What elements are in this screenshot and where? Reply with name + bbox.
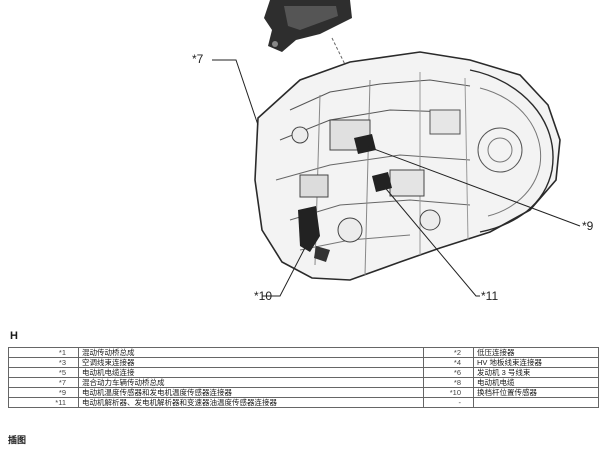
transaxle-drawing xyxy=(212,0,581,297)
legend-number: *10 xyxy=(423,387,474,398)
callout-11: *11 xyxy=(481,289,499,303)
table-row: *11 电动机解析器、发电机解析器和变速器油温度传感器连接器 - xyxy=(8,397,599,408)
legend-number: *6 xyxy=(423,367,474,378)
connector-10 xyxy=(298,206,330,262)
table-row: *5 电动机电缆连接 *6 发动机 3 号线束 xyxy=(8,367,599,378)
connector-9 xyxy=(354,134,376,154)
legend-number: - xyxy=(423,397,474,408)
legend-description: 空调线束连接器 xyxy=(78,357,424,368)
transaxle-illustration: *7 *9 *10 *11 xyxy=(192,0,594,303)
legend-number: *1 xyxy=(8,347,79,358)
callout-9: *9 xyxy=(582,219,594,233)
legend-number: *7 xyxy=(8,377,79,388)
table-row: *9 电动机温度传感器和发电机温度传感器连接器 *10 换档杆位置传感器 xyxy=(8,387,599,398)
callout-7: *7 xyxy=(192,52,204,66)
legend-number: *3 xyxy=(8,357,79,368)
connector-11 xyxy=(372,172,392,192)
legend-description: 混动传动桥总成 xyxy=(78,347,424,358)
legend-description: 换档杆位置传感器 xyxy=(473,387,599,398)
legend-number: *2 xyxy=(423,347,474,358)
callout-10: *10 xyxy=(254,289,273,303)
legend-description xyxy=(473,397,599,408)
legend-number: *4 xyxy=(423,357,474,368)
legend-description: 低压连接器 xyxy=(473,347,599,358)
legend-description: 电动机电缆 xyxy=(473,377,599,388)
legend-description: 混合动力车辆传动桥总成 xyxy=(78,377,424,388)
section-letter: H xyxy=(10,330,18,342)
transaxle-housing xyxy=(254,51,561,281)
table-row: *7 混合动力车辆传动桥总成 *8 电动机电缆 xyxy=(8,377,599,388)
legend-number: *11 xyxy=(8,397,79,408)
legend-number: *8 xyxy=(423,377,474,388)
table-row: *3 空调线束连接器 *4 HV 地板线束连接器 xyxy=(8,357,599,368)
table-row: *1 混动传动桥总成 *2 低压连接器 xyxy=(8,347,599,358)
top-component xyxy=(264,0,352,52)
legend-table: *1 混动传动桥总成 *2 低压连接器 *3 空调线束连接器 *4 HV 地板线… xyxy=(8,347,599,408)
legend-description: 电动机电缆连接 xyxy=(78,367,424,378)
figure-caption: 插图 xyxy=(8,435,27,445)
legend-number: *5 xyxy=(8,367,79,378)
legend-description: 电动机解析器、发电机解析器和变速器油温度传感器连接器 xyxy=(78,397,424,408)
legend-number: *9 xyxy=(8,387,79,398)
legend-description: 发动机 3 号线束 xyxy=(473,367,599,378)
legend-description: 电动机温度传感器和发电机温度传感器连接器 xyxy=(78,387,424,398)
legend-description: HV 地板线束连接器 xyxy=(473,357,599,368)
